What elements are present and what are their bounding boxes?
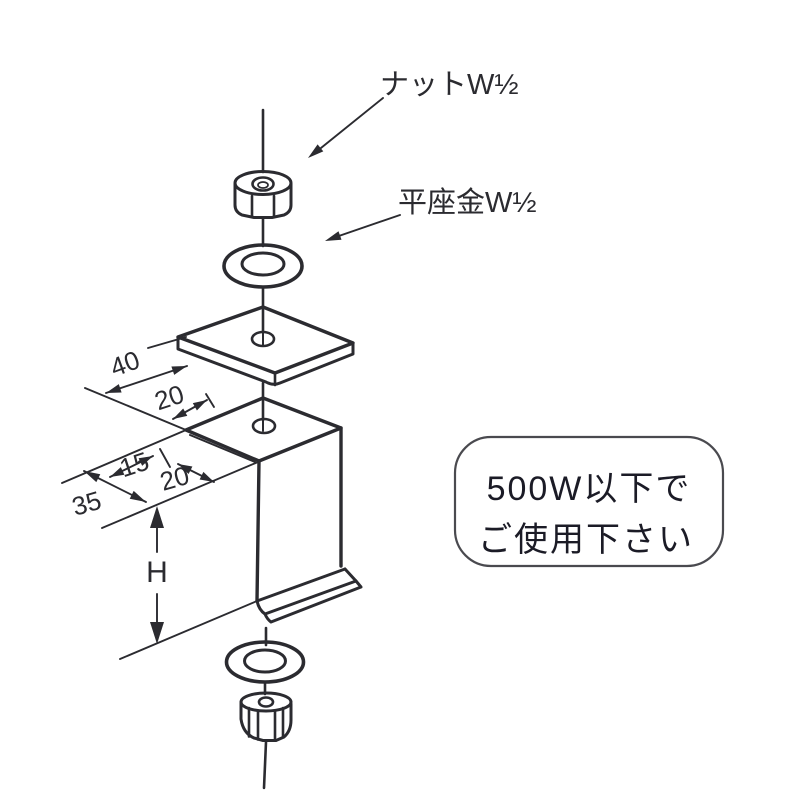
plate-corner-extension: [147, 336, 187, 349]
note-line-1: 500W以下で: [487, 470, 692, 508]
dim-arrowhead: [138, 456, 153, 466]
flat-washer-bottom: [224, 640, 306, 684]
hex-nut-body: [239, 701, 293, 742]
rod-segment-bottom: [262, 740, 268, 790]
note-box-border: [453, 435, 725, 568]
washer-leader-arrowhead: [325, 231, 342, 241]
washer-outer: [224, 640, 306, 684]
threaded-rod: [261, 108, 268, 790]
web-top-extension: [101, 461, 259, 529]
bracket-flange-thickness: [189, 434, 256, 463]
bracket-foot-bend: [255, 567, 347, 603]
hex-nut-top-face: [239, 691, 293, 713]
dim-H-label: H: [146, 556, 168, 589]
hex-nut-facets: [247, 706, 285, 742]
hex-nut-bottom: [239, 691, 293, 742]
washer-outer: [222, 243, 304, 289]
dim-arrowhead: [178, 464, 193, 474]
dimension-15: 15: [109, 446, 154, 483]
dim-35-label: 35: [68, 485, 104, 522]
nut-leader: [308, 97, 384, 158]
dim-arrowhead: [171, 366, 187, 375]
washer-inner: [243, 648, 287, 674]
hex-nut-top: [233, 170, 293, 219]
hole-extension-tick-upper: [205, 393, 215, 408]
hex-nut-facets: [250, 194, 276, 219]
dimension-H: H: [146, 506, 168, 644]
bracket-foot-thickness: [263, 579, 363, 624]
bracket-web-left-edge: [255, 459, 261, 603]
dimension-20-flange: 20: [156, 460, 215, 497]
hex-nut-thread: [257, 181, 269, 189]
washer-leader-line: [332, 214, 401, 239]
extension-lines: [61, 336, 259, 660]
dim-arrowhead: [110, 467, 125, 477]
plate-thickness: [176, 335, 355, 386]
bracket-hole: [251, 417, 277, 435]
dim-15-label: 15: [116, 446, 153, 483]
dim-arrowhead: [173, 408, 188, 419]
nut-label: ナットW½: [380, 69, 519, 101]
web-bottom-extension: [119, 600, 258, 660]
dim-40-label: 40: [106, 345, 143, 383]
dim-arrowhead: [84, 471, 101, 483]
flat-washer-label: 平座金W½: [398, 186, 537, 219]
note-line-2: ご使用下さい: [478, 521, 694, 559]
square-plate: [176, 305, 355, 387]
nut-leader-line: [315, 97, 384, 153]
hex-nut-body: [233, 182, 293, 219]
flange-corner-extension-lower: [61, 429, 187, 484]
dim-arrowhead: [150, 506, 164, 528]
flat-washer-top: [222, 243, 304, 289]
hex-nut-top-face: [233, 170, 293, 196]
hex-nut-hole: [257, 696, 275, 708]
flange-corner-extension-upper: [84, 387, 187, 431]
z-bracket: [184, 396, 363, 624]
dim-arrowhead: [150, 622, 164, 644]
hex-nut-hole: [251, 176, 275, 192]
dim-arrowhead: [192, 400, 207, 411]
dimension-20-plate: 20: [151, 379, 208, 420]
washer-inner: [240, 251, 286, 277]
hole-extension-tick-lower: [159, 448, 171, 468]
note-box: 500W以下で ご使用下さい: [453, 435, 725, 568]
dim-arrowhead: [129, 490, 146, 502]
dim-arrowhead: [199, 471, 214, 482]
dim-arrowhead: [106, 384, 122, 393]
washer-leader: [325, 214, 401, 241]
nut-leader-arrowhead: [308, 144, 324, 158]
